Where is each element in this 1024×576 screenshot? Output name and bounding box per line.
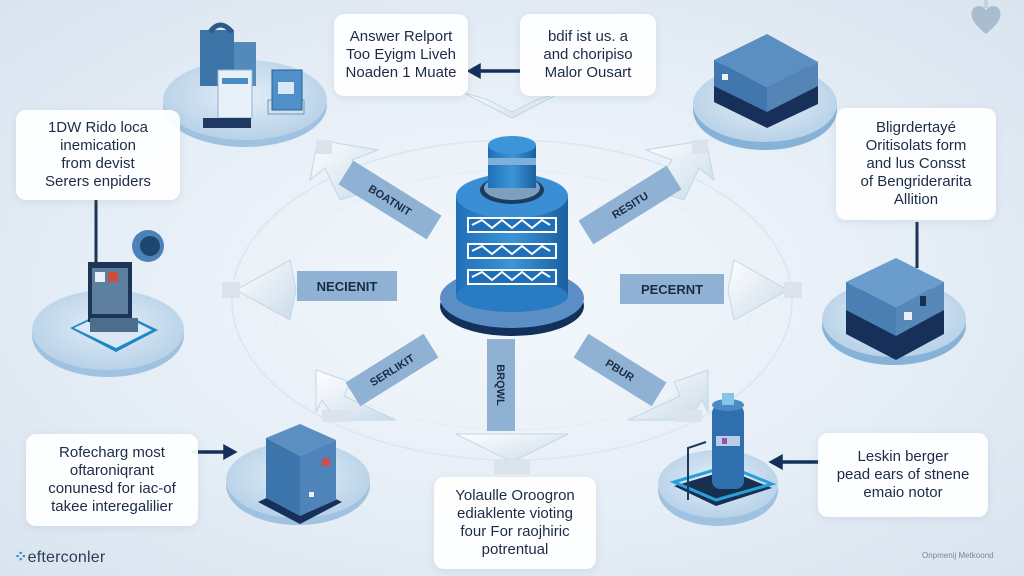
- label-bar-left: NECIENIT: [297, 271, 397, 301]
- callout-line: and choripiso: [543, 46, 633, 63]
- callout-line: from devist: [61, 155, 135, 172]
- callout-top-right: bdif ist us. a and choripiso Malor Ousar…: [520, 14, 656, 96]
- right-lower-arrowhead: [768, 454, 783, 470]
- arrow-label-bars: BOATNIT RESITU NECIENIT PECERNT SERLIKIT…: [297, 160, 724, 431]
- callout-line: four For raojhiric: [460, 523, 570, 540]
- callout-top-left: Answer Relport Too Eyigm Liveh Noaden 1 …: [334, 14, 468, 96]
- arrow-left-cap: [222, 282, 240, 298]
- label-bar-bottom: BRQWL: [487, 339, 515, 431]
- callout-left-upper: 1DW Rido loca inemication from devist Se…: [16, 110, 180, 200]
- brand-logo: ⁘efterconler: [14, 547, 105, 567]
- callout-left-lower: Rofecharg most oftaroniqrant conunesd fo…: [26, 434, 198, 526]
- brand-name: efterconler: [27, 549, 106, 566]
- callout-line: inemication: [60, 137, 136, 154]
- callout-line: takee interegalilier: [51, 498, 173, 515]
- central-database: [440, 136, 584, 336]
- callout-line: Oritisolats form: [865, 137, 967, 154]
- arrow-left: [234, 259, 297, 321]
- label-left: NECIENIT: [317, 279, 378, 294]
- connector-lines: [192, 63, 820, 470]
- callout-line: Leskin berger: [857, 448, 949, 465]
- label-bar-lower-left: SERLIKIT: [345, 333, 439, 407]
- arrow-top: [461, 91, 563, 119]
- heart-logo-icon: [971, 0, 1001, 34]
- arrow-right-cap: [784, 282, 802, 298]
- label-bottom: BRQWL: [494, 364, 506, 406]
- callout-line: Malor Ousart: [544, 64, 632, 81]
- server-box-platform: [693, 34, 837, 150]
- callout-line: pead ears of stnene: [836, 466, 970, 483]
- callout-line: Too Eyigm Liveh: [345, 46, 457, 63]
- callout-line: 1DW Rido loca: [47, 119, 149, 136]
- label-right: PECERNT: [641, 282, 703, 297]
- equipment-box-platform: [822, 222, 966, 365]
- callout-line: potrentual: [481, 541, 549, 558]
- callout-bottom-center: Yolaulle Oroogron ediaklente vioting fou…: [434, 477, 596, 569]
- callout-line: oftaroniqrant: [69, 462, 155, 479]
- lab-equipment-platform: [163, 22, 327, 147]
- cylinder-device-platform: [658, 393, 778, 526]
- callout-line: bdif ist us. a: [547, 28, 629, 45]
- callout-line: Yolaulle Oroogron: [455, 487, 575, 504]
- arrow-lower-right-cap: [674, 410, 702, 422]
- callout-line: ediaklente vioting: [457, 505, 573, 522]
- storage-tower-platform: [226, 424, 370, 525]
- arrow-lower-right: [627, 369, 709, 421]
- callout-line: Rofecharg most: [59, 444, 165, 461]
- callout-right-upper: Bligrdertayé Oritisolats form and lus Co…: [836, 108, 996, 220]
- callout-line: Noaden 1 Muate: [345, 64, 457, 81]
- database-rack-rows: [467, 217, 557, 285]
- label-bar-upper-left: BOATNIT: [338, 160, 442, 240]
- arrow-upper-left-cap: [316, 140, 332, 154]
- credit-text: Onpmenij Metkoond: [922, 551, 994, 560]
- callout-right-lower: Leskin berger pead ears of stnene emaio …: [818, 433, 988, 517]
- callout-line: Serers enpiders: [45, 173, 151, 190]
- top-connector-arrowhead: [466, 63, 481, 79]
- arrow-right: [727, 259, 790, 321]
- arrow-bottom: [455, 433, 569, 463]
- arrow-upper-right-cap: [692, 140, 708, 154]
- callout-line: conunesd for iac-of: [48, 480, 176, 497]
- callout-line: emaio notor: [863, 484, 943, 501]
- label-bar-lower-right: PBUR: [573, 333, 667, 407]
- callout-line: Answer Relport: [349, 28, 453, 45]
- callout-line: Allition: [893, 191, 939, 208]
- laptop-platform: [32, 200, 184, 377]
- callout-line: Bligrdertayé: [875, 119, 957, 136]
- left-lower-arrowhead: [223, 444, 238, 460]
- label-bar-right: PECERNT: [620, 274, 724, 304]
- callout-line: of Bengriderarita: [860, 173, 972, 190]
- arrow-bottom-cap: [494, 460, 530, 474]
- arrow-lower-left-cap: [322, 410, 350, 422]
- brand-icon: ⁘: [14, 549, 28, 566]
- callout-line: and lus Consst: [866, 155, 966, 172]
- flow-arrows: [222, 91, 802, 474]
